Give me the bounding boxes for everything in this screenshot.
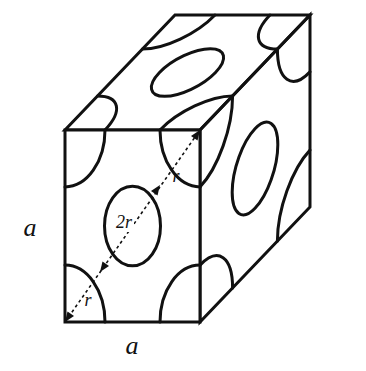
diameter-label: 2r bbox=[114, 212, 134, 232]
radius-label: r bbox=[84, 291, 91, 309]
face-diagonal bbox=[65, 130, 200, 322]
arrow-head bbox=[151, 185, 160, 196]
arrow-head bbox=[100, 262, 109, 273]
arrow-head bbox=[65, 311, 74, 322]
top-face bbox=[65, 15, 310, 130]
right-face bbox=[200, 15, 310, 322]
arrow-head bbox=[191, 130, 200, 141]
radius-label: r bbox=[172, 167, 179, 185]
edge-length-label: a bbox=[126, 333, 139, 359]
edge-length-label: a bbox=[24, 215, 37, 241]
front-face bbox=[65, 130, 200, 322]
